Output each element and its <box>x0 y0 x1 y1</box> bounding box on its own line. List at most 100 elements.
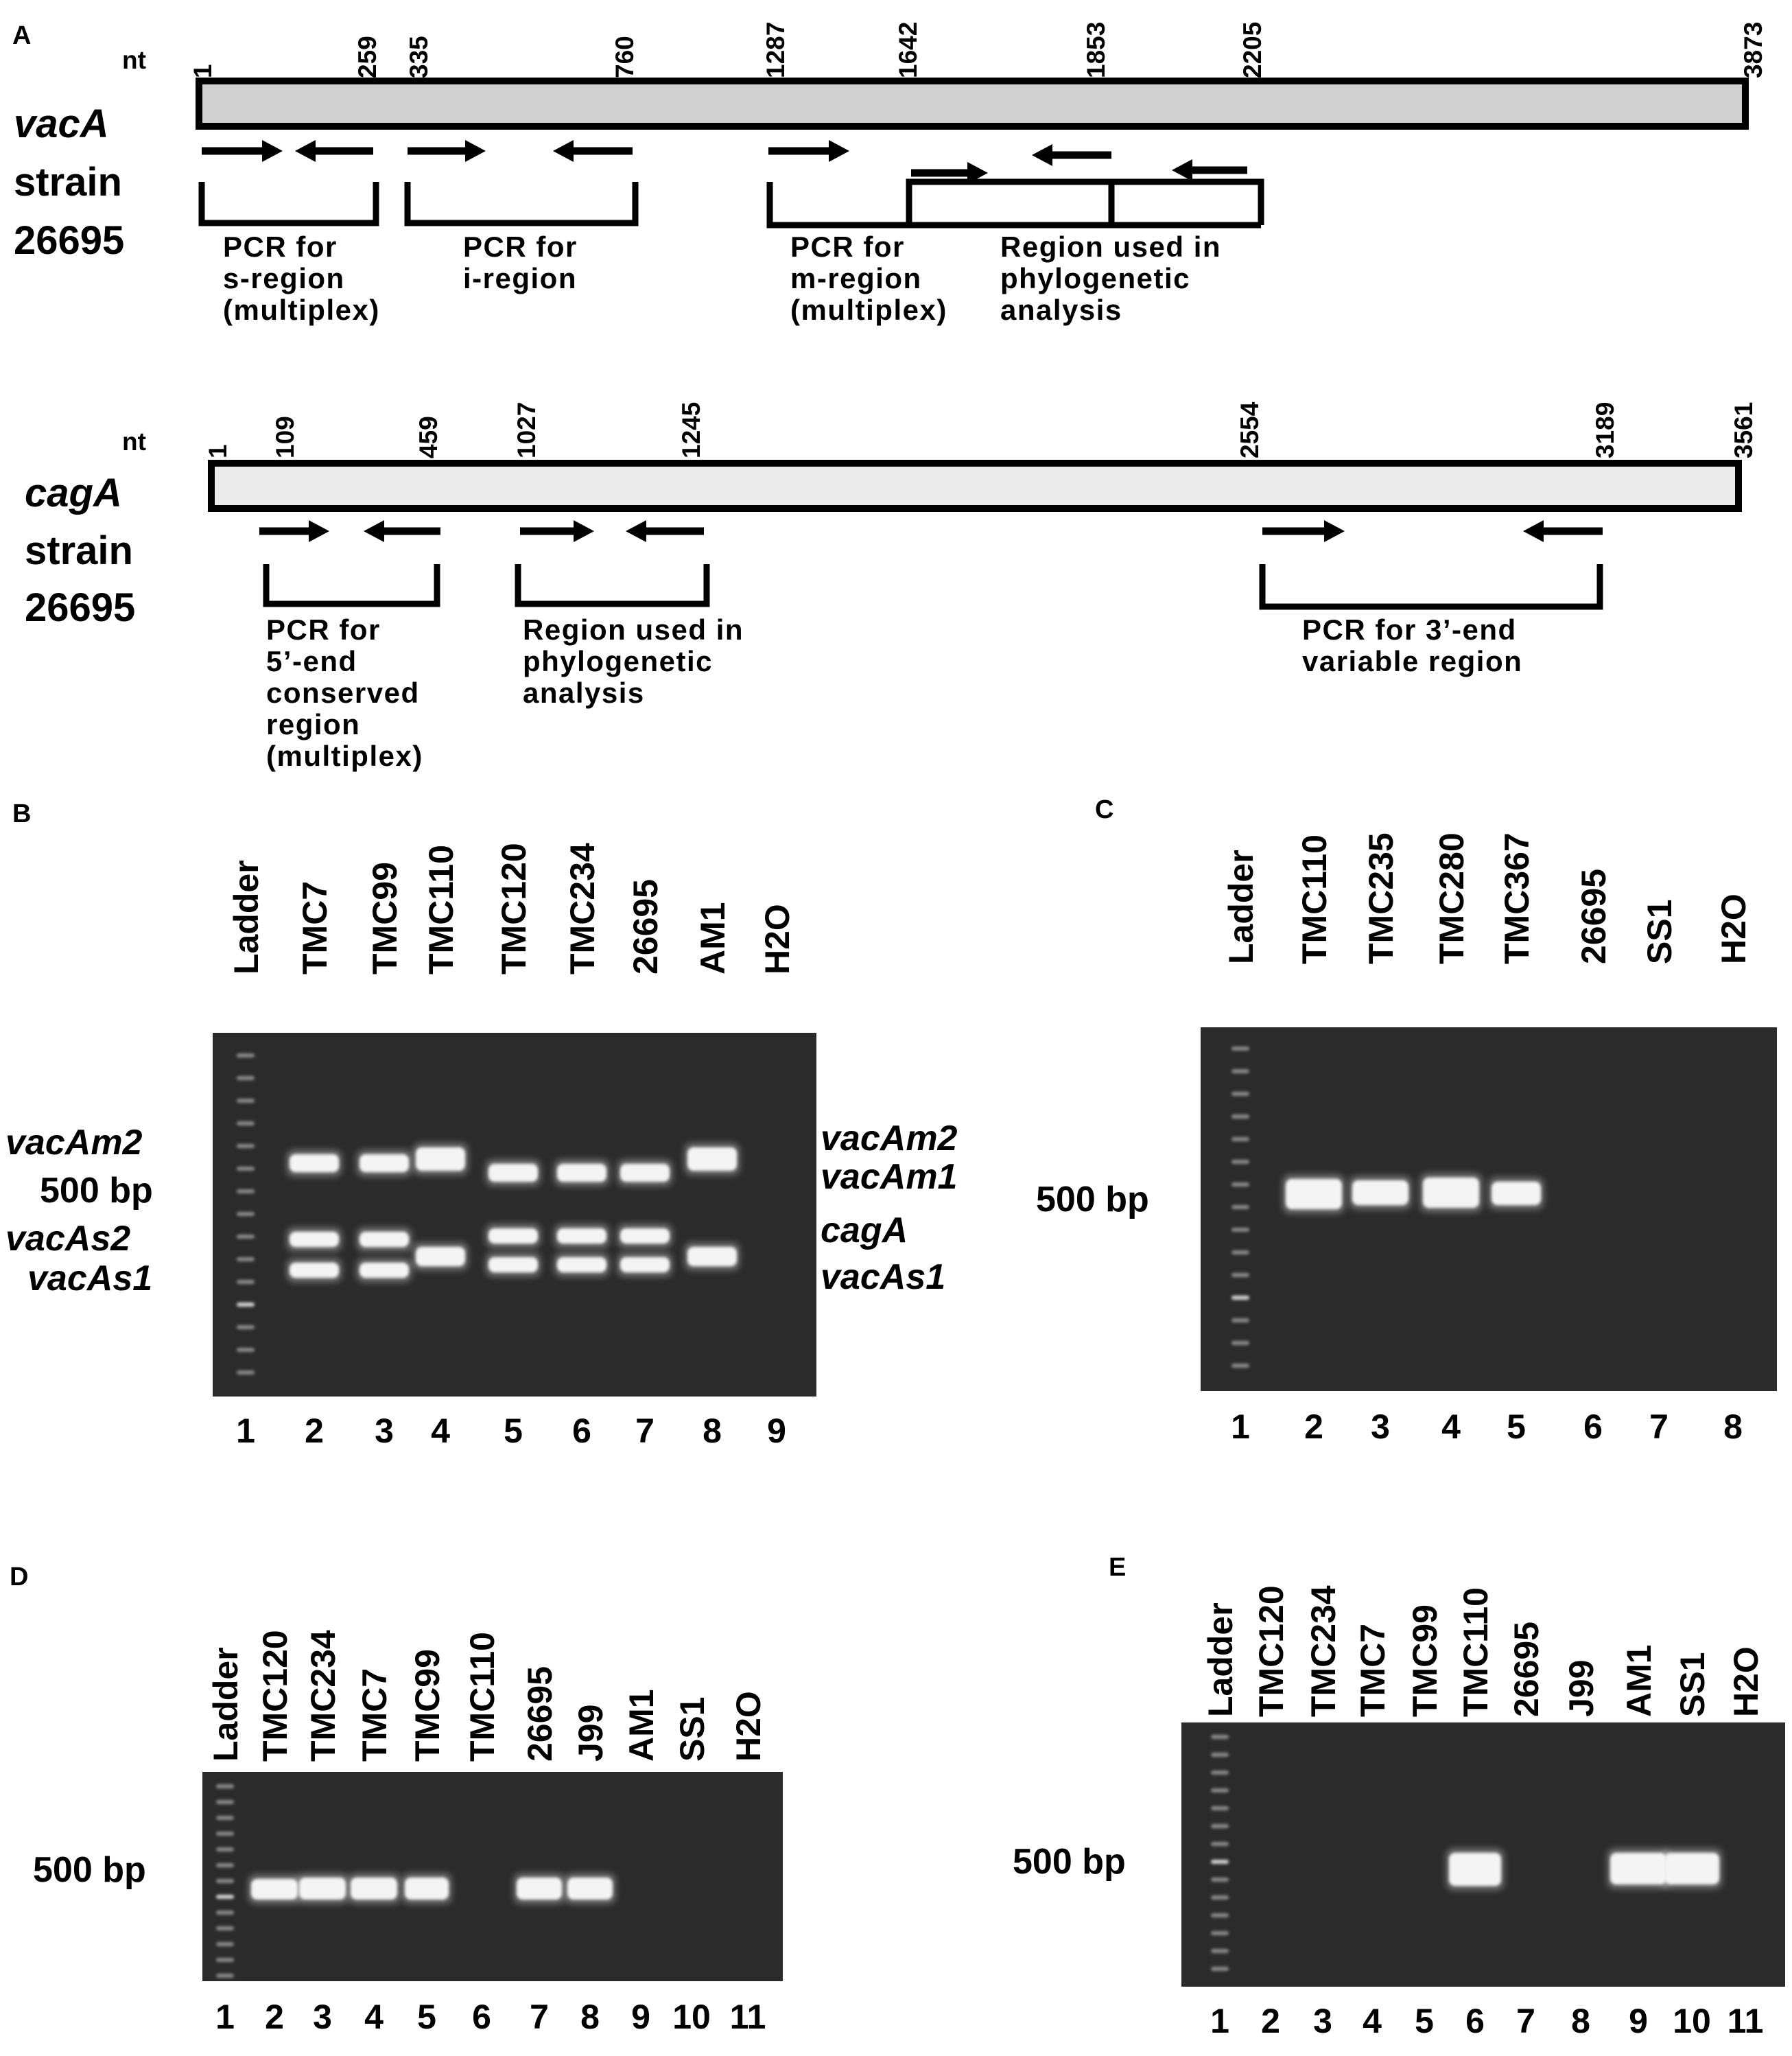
gel-e-lane-label: SS1 <box>1673 1652 1712 1717</box>
gel-e-lane-label: AM1 <box>1620 1644 1658 1717</box>
gel-b-band <box>557 1228 606 1243</box>
gel-e-ladder-band <box>1211 1895 1229 1900</box>
gel-b-band <box>359 1263 409 1278</box>
gel-c-ladder-band <box>1231 1273 1249 1277</box>
vaca-region1-line2: s-region <box>223 262 345 294</box>
vaca-region2-line1: PCR for <box>463 231 578 263</box>
vaca-bracket-m-region <box>766 182 909 229</box>
caga-region1-line1: PCR for <box>266 614 381 646</box>
gel-b-right-vacas1: vacAs1 <box>821 1257 945 1297</box>
gel-d-lane-number: 2 <box>265 1998 284 2036</box>
gel-b-lane-label: TMC120 <box>495 843 533 974</box>
gel-e-ladder-band <box>1211 1806 1229 1810</box>
gel-d-lane-label: H2O <box>729 1691 768 1762</box>
gel-d-ladder-band <box>216 1800 234 1804</box>
gel-b-left-500bp: 500 bp <box>40 1171 153 1211</box>
gel-b-lane-number: 1 <box>236 1412 255 1450</box>
gel-c-500bp-label: 500 bp <box>1036 1180 1149 1219</box>
vaca-region3-line3: (multiplex) <box>790 294 947 326</box>
gel-d-lane-number: 3 <box>313 1998 332 2036</box>
caga-region1-line4: region <box>266 708 360 740</box>
caga-pos-459: 459 <box>414 416 443 458</box>
gel-b-lane-label: 26695 <box>626 879 665 974</box>
gel-e-ladder-band <box>1211 1860 1229 1864</box>
gel-d-ladder-band <box>216 1911 234 1915</box>
gel-d-ladder-band <box>216 1879 234 1883</box>
gel-d-lane-label: AM1 <box>622 1689 661 1762</box>
gel-c-ladder-band <box>1231 1205 1249 1209</box>
gel-c-lane-number: 2 <box>1304 1407 1323 1446</box>
gel-c-lane-number: 4 <box>1441 1407 1461 1446</box>
gel-b-ladder-band <box>237 1144 255 1148</box>
gel-d-lane-number: 5 <box>417 1998 436 2036</box>
caga-arrow-phylo-fwd-head <box>574 520 594 542</box>
gel-b-band <box>488 1164 538 1182</box>
gel-b-left-labels: vacAm2 500 bp vacAs2 vacAs1 <box>5 1123 153 1298</box>
caga-region3-line2: variable region <box>1302 645 1522 677</box>
vaca-pos-1853: 1853 <box>1082 22 1110 78</box>
vaca-arrow-i-rev-head <box>553 140 574 162</box>
gel-e-lane-number: 3 <box>1313 2002 1332 2040</box>
caga-region3-line1: PCR for 3’-end <box>1302 614 1517 646</box>
gel-b-lane-label: TMC110 <box>422 845 460 974</box>
vaca-gene-name: vacA <box>14 102 109 146</box>
gel-e-lane-label: Ladder <box>1201 1602 1240 1717</box>
gel-d-lane-number: 10 <box>672 1998 711 2036</box>
gel-d-lane-label: TMC99 <box>408 1649 447 1762</box>
vaca-arrow-s-fwd-head <box>262 140 283 162</box>
vaca-region2-line2: i-region <box>463 262 577 294</box>
caga-bracket-5end <box>263 564 440 607</box>
gel-c: Ladder1TMC1102TMC2353TMC2804TMC367526695… <box>1201 832 1777 1446</box>
gel-b-right-labels: vacAm2 vacAm1 cagA vacAs1 <box>821 1119 958 1297</box>
gel-c-lane-label: TMC235 <box>1362 832 1400 964</box>
vaca-pos-760: 760 <box>611 36 639 78</box>
gel-d-lane-number: 9 <box>631 1998 650 2036</box>
caga-arrow-phylo-rev-head <box>626 520 646 542</box>
gel-b-band <box>290 1263 339 1278</box>
caga-nt-label: nt <box>122 428 146 456</box>
gel-b-lane-number: 2 <box>305 1412 324 1450</box>
gel-b-band <box>488 1228 538 1243</box>
gel-d: Ladder1TMC1202TMC2343TMC74TMC995TMC11062… <box>202 1630 783 2036</box>
gel-d-lane-number: 4 <box>364 1998 384 2036</box>
vaca-arrow-i-fwd-head <box>465 140 486 162</box>
caga-pos-109: 109 <box>271 416 299 458</box>
gel-e-ladder-band <box>1211 1753 1229 1757</box>
gel-d-lane-label: TMC234 <box>304 1630 342 1762</box>
caga-strain-line2: 26695 <box>25 585 135 630</box>
gel-b-ladder-band <box>237 1280 255 1284</box>
gel-d-band <box>405 1878 449 1900</box>
gel-c-lane-label: Ladder <box>1222 850 1260 964</box>
gel-c-ladder-band <box>1231 1182 1249 1187</box>
gel-d-ladder-band <box>216 1958 234 1962</box>
gel-c-lane-label: TMC280 <box>1433 832 1471 964</box>
gel-e-lane-number: 7 <box>1516 2002 1535 2040</box>
gel-b-band <box>557 1257 606 1272</box>
gel-b-band <box>557 1164 606 1182</box>
caga-arrow-5-fwd-head <box>309 520 329 542</box>
gel-c-ladder-band <box>1231 1047 1249 1051</box>
gel-e-ladder-band <box>1211 1771 1229 1775</box>
gel-d-lane-number: 1 <box>215 1998 235 2036</box>
gel-c-ladder-band <box>1231 1114 1249 1119</box>
gel-d-band <box>567 1878 613 1900</box>
vaca-region-brackets <box>198 178 1264 229</box>
vaca-region4-line3: analysis <box>1000 294 1122 326</box>
gel-c-lane-number: 8 <box>1723 1407 1743 1446</box>
gel-b-left-vacas1: vacAs1 <box>27 1259 152 1298</box>
gel-b-band <box>359 1232 409 1247</box>
gel-e-500bp-label: 500 bp <box>1013 1842 1126 1882</box>
gel-d-ladder-band <box>216 1942 234 1946</box>
gel-c-lane-number: 6 <box>1583 1407 1603 1446</box>
gel-d-lane-label: TMC7 <box>355 1668 394 1762</box>
gel-e-ladder-band <box>1211 1788 1229 1792</box>
caga-region2-line1: Region used in <box>523 614 744 646</box>
gel-b-band <box>359 1154 409 1172</box>
gel-b-right-vacam1: vacAm1 <box>821 1157 957 1197</box>
gel-c-ladder-band <box>1231 1069 1249 1073</box>
gel-d-ladder-band <box>216 1926 234 1930</box>
gel-d-lane-number: 11 <box>730 1998 766 2036</box>
gel-b-band <box>620 1228 670 1243</box>
gel-d-ladder-band <box>216 1832 234 1836</box>
panel-b-label: B <box>12 799 31 828</box>
